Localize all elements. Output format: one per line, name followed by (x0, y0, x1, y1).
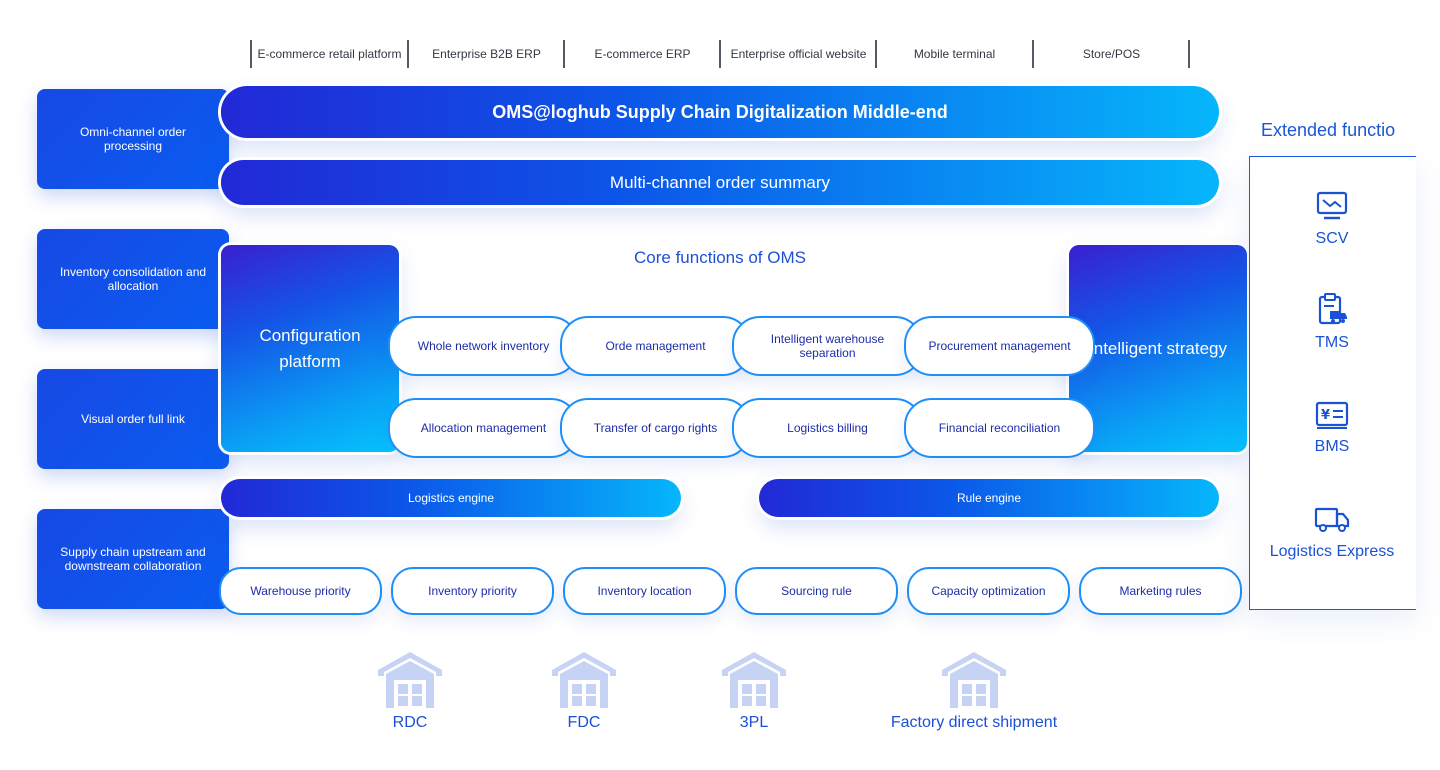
rule-pill: Inventory priority (391, 567, 554, 615)
channel-ecommerce-erp: E-commerce ERP (594, 47, 691, 61)
svg-text:¥: ¥ (1321, 408, 1330, 423)
channel-official-website: Enterprise official website (730, 47, 867, 61)
channel-divider (875, 40, 877, 68)
channel-divider (563, 40, 565, 68)
core-function-pill: Financial reconciliation (904, 398, 1095, 458)
channel-divider (407, 40, 409, 68)
rule-pill: Sourcing rule (735, 567, 898, 615)
warehouse-label-factory-direct: Factory direct shipment (890, 714, 1058, 731)
channel-ecommerce-retail: E-commerce retail platform (257, 47, 402, 61)
core-function-pill: Allocation management (388, 398, 579, 458)
warehouse-label-rdc: RDC (392, 714, 428, 731)
capability-inventory-consolidation: Inventory consolidation and allocation (37, 229, 229, 329)
core-functions-title: Core functions of OMS (634, 248, 806, 267)
capability-omni-channel: Omni-channel order processing (37, 89, 229, 189)
extended-item-tms: TMS (1315, 334, 1349, 351)
core-function-pill: Transfer of cargo rights (560, 398, 751, 458)
core-function-pill: Logistics billing (732, 398, 923, 458)
extended-item-bms: BMS (1314, 438, 1350, 455)
extended-functions-title: Extended functio (1261, 120, 1396, 140)
channel-b2b-erp: Enterprise B2B ERP (432, 47, 541, 61)
core-function-pill: Whole network inventory (388, 316, 579, 376)
capability-visual-order: Visual order full link (37, 369, 229, 469)
logistics-engine-label: Logistics engine (407, 491, 495, 505)
rule-pill: Marketing rules (1079, 567, 1242, 615)
warehouse-icon (722, 652, 786, 708)
rule-pill: Capacity optimization (907, 567, 1070, 615)
core-function-pill: Intelligent warehouse separation (732, 316, 923, 376)
summary-bar-label: Multi-channel order summary (609, 172, 831, 192)
truck-icon (1314, 507, 1350, 532)
rule-engine-bar: Rule engine (759, 479, 1219, 517)
rule-engine-label: Rule engine (956, 491, 1022, 505)
summary-bar: Multi-channel order summary (221, 160, 1219, 205)
core-function-pill: Procurement management (904, 316, 1095, 376)
rule-pill: Inventory location (563, 567, 726, 615)
monitor-icon (1316, 191, 1348, 220)
yen-bill-icon: ¥ (1315, 401, 1349, 429)
configuration-platform-label: Configuration platform (259, 325, 361, 371)
channel-store-pos: Store/POS (1082, 47, 1141, 61)
intelligent-strategy-label: Intelligent strategy (1089, 338, 1227, 358)
channel-divider (1188, 40, 1190, 68)
warehouse-label-fdc: FDC (567, 714, 601, 731)
rule-pill: Warehouse priority (219, 567, 382, 615)
intelligent-strategy-box: Intelligent strategy (1069, 245, 1247, 452)
extended-item-logistics-express: Logistics Express (1269, 543, 1395, 560)
core-function-pill: Orde management (560, 316, 751, 376)
channel-divider (1032, 40, 1034, 68)
logistics-engine-bar: Logistics engine (221, 479, 681, 517)
warehouse-icon (942, 652, 1006, 708)
warehouse-label-3pl: 3PL (739, 714, 769, 731)
main-title: OMS@loghub Supply Chain Digitalization M… (492, 101, 948, 122)
capability-supply-chain-collaboration: Supply chain upstream and downstream col… (37, 509, 229, 609)
channel-mobile-terminal: Mobile terminal (913, 47, 996, 61)
warehouse-icon (378, 652, 442, 708)
clipboard-truck-icon (1318, 293, 1347, 325)
channel-divider (250, 40, 252, 68)
configuration-platform-box: Configuration platform (221, 245, 399, 452)
main-title-bar: OMS@loghub Supply Chain Digitalization M… (221, 86, 1219, 138)
extended-functions-panel (1249, 156, 1416, 610)
warehouse-icon (552, 652, 616, 708)
extended-item-scv: SCV (1315, 230, 1349, 247)
channel-divider (719, 40, 721, 68)
